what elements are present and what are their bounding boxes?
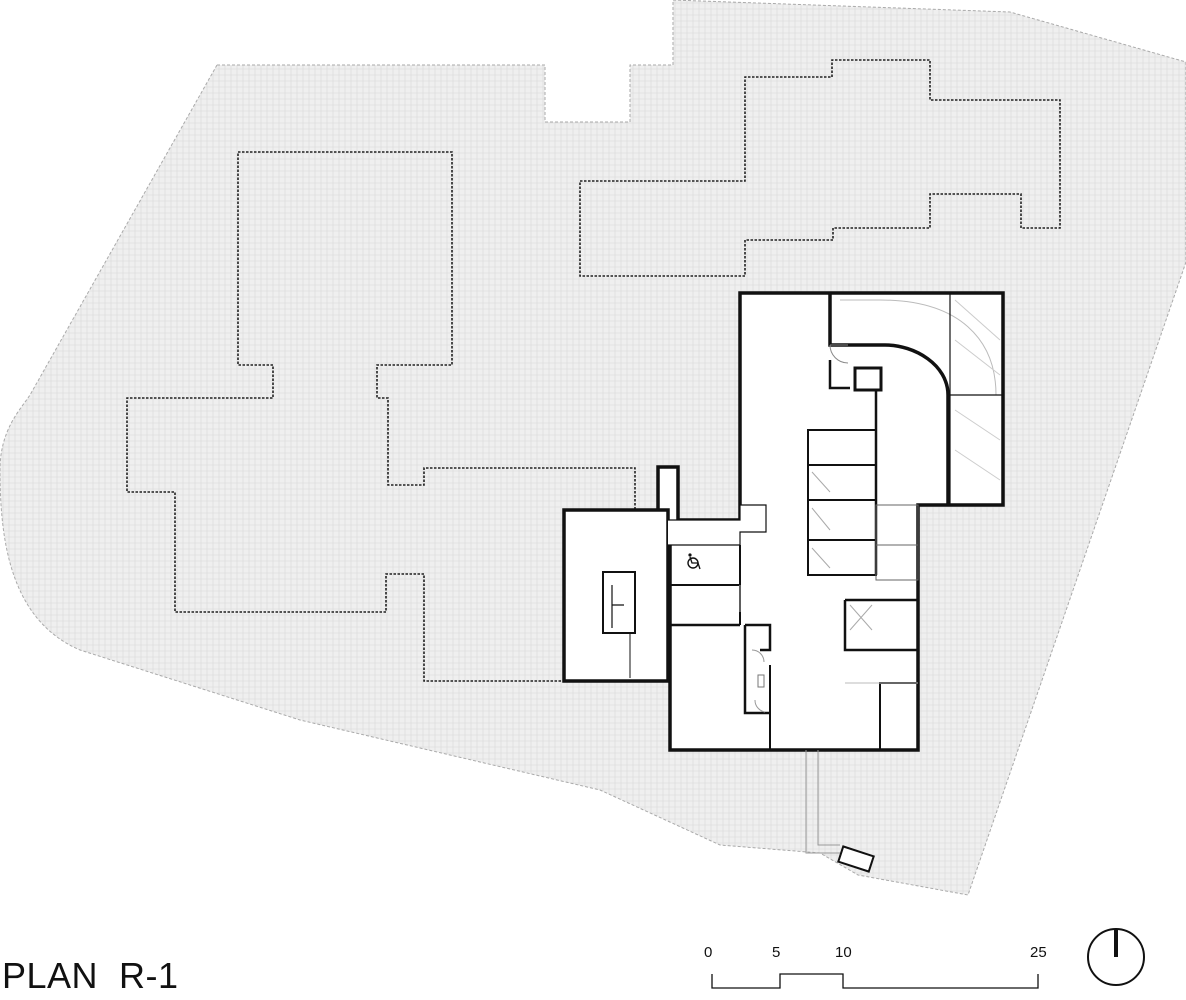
ramp-wall-segment — [828, 360, 850, 390]
wc-rooms — [668, 545, 741, 627]
scale-label-10: 10 — [835, 944, 852, 961]
building-footprint-upper-right — [579, 59, 1061, 277]
small-rooms-bottom — [743, 623, 772, 750]
ramp-curve-inner — [840, 299, 997, 396]
accessible-wc-icon — [687, 553, 701, 570]
north-arrow-icon — [1087, 928, 1145, 986]
plan-title: PLAN R-1 — [2, 955, 179, 996]
entrance-path — [805, 750, 875, 873]
stair-core-block — [562, 508, 670, 683]
scale-label-5: 5 — [772, 944, 781, 961]
ramp-curve-outer — [828, 293, 950, 505]
stair-core-step — [611, 585, 624, 628]
stair-core-inner — [602, 571, 636, 634]
ramp-hatch — [954, 299, 1001, 481]
scale-label-25: 25 — [1030, 944, 1047, 961]
right-rooms — [843, 504, 919, 751]
scale-bar — [711, 973, 1039, 989]
ramp-door-swing — [829, 344, 849, 364]
scale-label-0: 0 — [704, 944, 713, 961]
corridor-connector — [668, 504, 767, 546]
small-store-room — [853, 366, 883, 392]
site-boundary — [0, 0, 1186, 896]
